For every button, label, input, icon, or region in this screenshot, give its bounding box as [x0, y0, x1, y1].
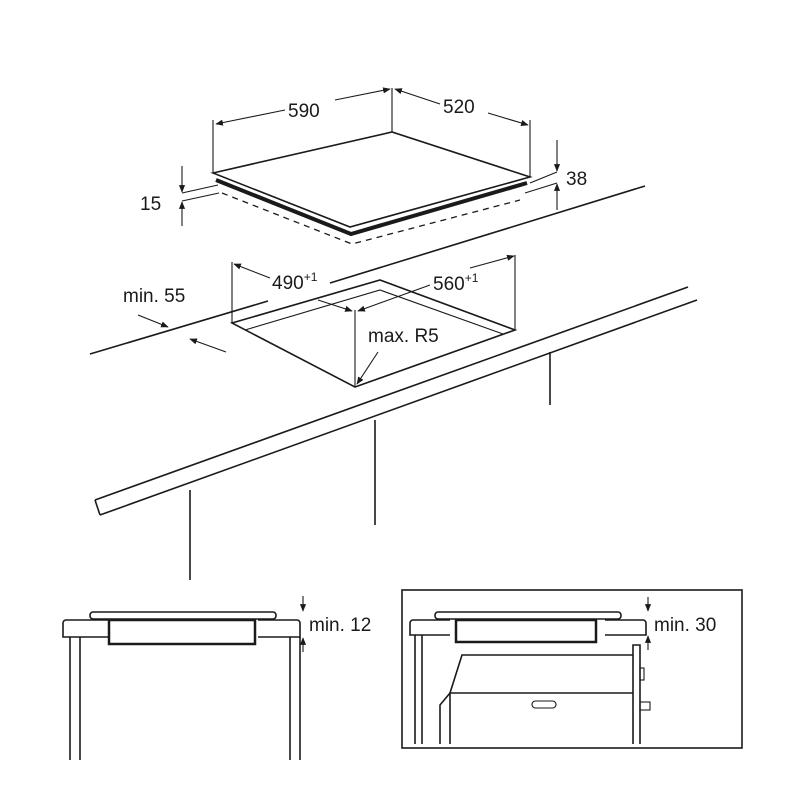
clearance-min-30-label: min. 30: [654, 615, 716, 636]
side-view-min-30: min. 30: [401, 589, 743, 749]
hob-edge: [215, 178, 528, 237]
front-distance-arrow: [137, 314, 169, 328]
oven-knob: [639, 701, 651, 711]
hob-body: [454, 618, 598, 644]
front-distance-arrow: [189, 338, 227, 353]
clearance-min-12-label: min. 12: [309, 615, 371, 636]
oven-knob: [639, 667, 645, 681]
side-view-min-12: min. 12: [62, 596, 371, 760]
hob-underside-outline: [221, 192, 521, 245]
hob-width-label: 590: [288, 101, 320, 122]
hob-plate: [434, 611, 622, 620]
cutout-depth-label: 490+1: [272, 270, 318, 294]
worktop-left: [62, 619, 108, 638]
corner-radius-label: max. R5: [368, 326, 439, 347]
worktop-left: [409, 619, 450, 636]
oven-front: [439, 692, 451, 744]
worktop-isometric: 490+1 560+1 min. 55 max. R5: [89, 185, 698, 580]
worktop-right: [605, 619, 647, 636]
worktop-right: [258, 619, 301, 638]
cutout-width-arrow-right: [469, 254, 515, 269]
oven-top: [448, 654, 633, 694]
cutout-width-label: 560+1: [433, 271, 479, 295]
cabinet-side: [632, 644, 641, 744]
cutout-depth-value: 490: [272, 273, 304, 294]
hob-height-above-label: 15: [140, 194, 161, 215]
hob-depth-label: 520: [443, 97, 475, 118]
cutout-width-arrow-left: [357, 284, 431, 312]
hob-plate: [89, 611, 277, 620]
cutout-width-value: 560: [433, 274, 465, 295]
depth-arrow-right: [487, 112, 529, 126]
cutout-depth-tolerance: +1: [304, 270, 318, 284]
cutout-depth-arrow-left: [233, 263, 271, 279]
cutout-width-tolerance: +1: [465, 271, 479, 285]
detail-frame: [401, 589, 743, 749]
width-arrow-right: [334, 87, 391, 101]
hob-height-total-label: 38: [566, 169, 587, 190]
hob-isometric: 590 520 15 38: [140, 87, 587, 245]
corner-radius-arrow: [356, 351, 379, 385]
hob-body: [107, 618, 257, 646]
hob-top-surface: [210, 131, 533, 228]
cutout-depth-arrow-right: [317, 299, 353, 312]
oven-handle: [531, 700, 557, 709]
depth-arrow-left: [394, 88, 441, 105]
front-distance-label: min. 55: [123, 286, 185, 307]
width-arrow-left: [215, 109, 286, 126]
